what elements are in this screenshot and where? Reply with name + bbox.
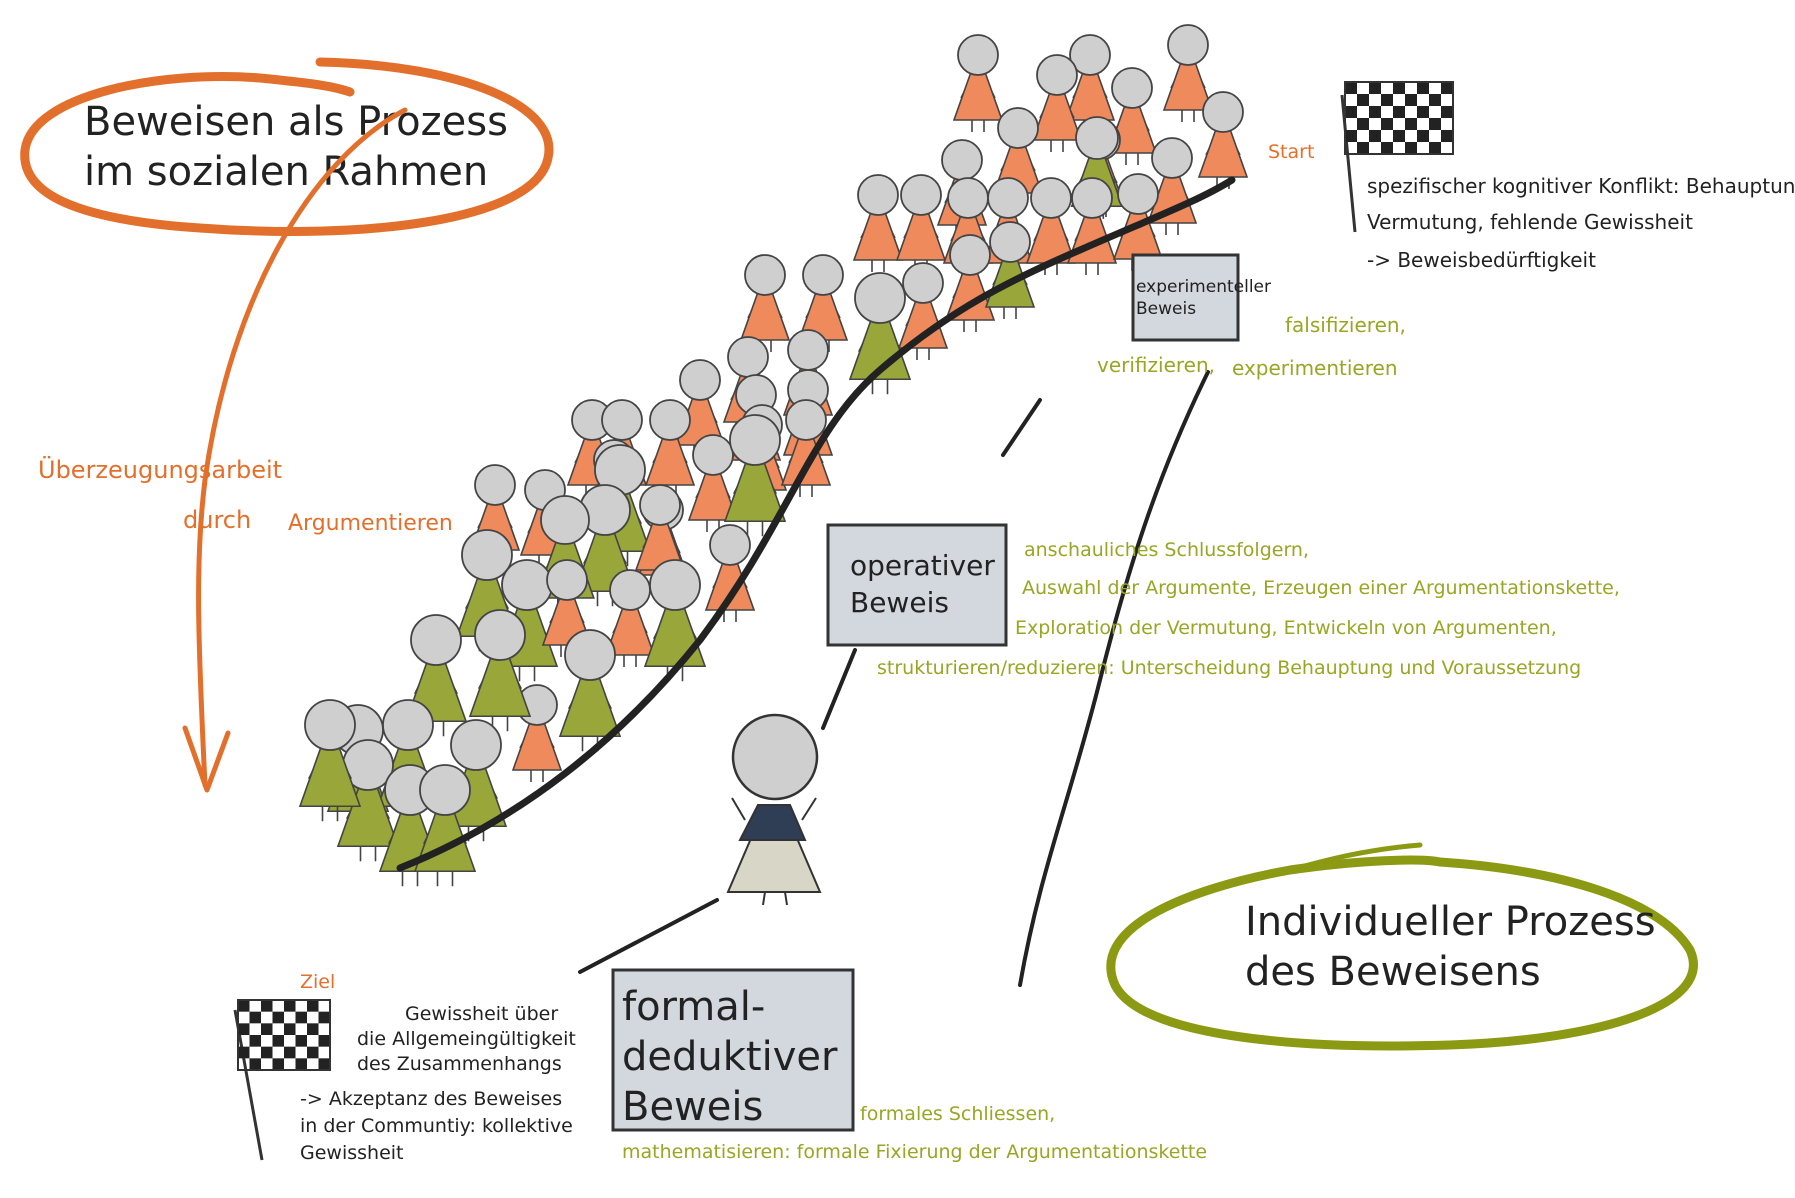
- social-title-ellipse: [20, 57, 554, 236]
- crowd-person: [1146, 137, 1198, 235]
- crowd-person: [739, 254, 791, 352]
- crowd-person: [897, 262, 949, 360]
- formal-proof-label-line3: Beweis: [622, 1084, 763, 1130]
- operative-note-3: Exploration der Vermutung, Entwickeln vo…: [1015, 617, 1557, 639]
- crowd-person: [944, 234, 996, 332]
- crowd-person: [1106, 67, 1158, 165]
- formal-proof-label-line2: deduktiver: [622, 1034, 838, 1080]
- crowd-person: [704, 524, 756, 622]
- operative-note-2: Auswahl der Argumente, Erzeugen einer Ar…: [1022, 577, 1620, 599]
- individual-path-dash2: [821, 648, 857, 730]
- operative-proof-label-line1: operativer: [850, 549, 995, 582]
- formal-note-2: mathematisieren: formale Fixierung der A…: [622, 1141, 1207, 1163]
- individual-person: [726, 713, 822, 906]
- individual-path-dash3: [578, 898, 719, 974]
- goal-description-line2: die Allgemeingültigkeit: [357, 1028, 576, 1050]
- crowd: [298, 24, 1249, 887]
- goal-result-line3: Gewissheit: [300, 1142, 404, 1164]
- operative-note-4: strukturieren/reduzieren: Unterscheidung…: [877, 657, 1581, 679]
- goal-flag-icon: [233, 999, 331, 1161]
- crowd-person: [558, 629, 622, 752]
- formal-note-1: formales Schliessen,: [860, 1103, 1055, 1125]
- arrow-label-line1: Überzeugungsarbeit: [38, 455, 282, 484]
- goal-description-line1: Gewissheit über: [405, 1003, 558, 1025]
- experimental-proof-label-line2: Beweis: [1136, 299, 1196, 319]
- experimental-note-3: experimentieren: [1232, 356, 1398, 380]
- individual-title-line1: Individueller Prozess: [1245, 899, 1656, 945]
- individual-title-ellipse-tail: [1287, 842, 1423, 873]
- experimental-proof-label-line1: experimenteller: [1136, 277, 1271, 297]
- crowd-person: [674, 359, 726, 457]
- crowd-person: [1066, 177, 1118, 275]
- crowd-person: [1197, 91, 1249, 189]
- social-path-line: [396, 176, 1236, 872]
- social-title-line2: im sozialen Rahmen: [84, 149, 488, 195]
- crowd-person: [952, 34, 1004, 132]
- goal-result-line2: in der Communtiy: kollektive: [300, 1115, 573, 1137]
- crowd-person: [797, 254, 849, 352]
- crowd-person: [1025, 177, 1077, 275]
- goal-result-line1: -> Akzeptanz des Beweises: [300, 1088, 562, 1110]
- start-label: Start: [1268, 141, 1314, 163]
- persuasion-arrowhead: [182, 725, 231, 793]
- experimental-proof-box: [1131, 253, 1240, 342]
- crowd-person: [298, 699, 362, 822]
- operative-proof-label-line2: Beweis: [850, 586, 949, 619]
- start-description-line1: spezifischer kognitiver Konflikt: Behaup…: [1367, 174, 1795, 198]
- goal-description-line3: des Zusammenhangs: [357, 1053, 562, 1075]
- experimental-note-1: falsifizieren,: [1285, 313, 1406, 337]
- formal-proof-box: [611, 968, 855, 1132]
- persuasion-arrow: [196, 107, 408, 788]
- crowd-person: [511, 684, 563, 782]
- crowd-person: [634, 484, 686, 582]
- crowd-person: [852, 174, 904, 272]
- social-title-line1: Beweisen als Prozess: [84, 99, 508, 145]
- crowd-person: [336, 739, 400, 862]
- crowd-person: [468, 609, 532, 732]
- formal-proof-label-line1: formal-: [622, 984, 765, 1030]
- arrow-label-line3: Argumentieren: [288, 511, 453, 536]
- crowd-person: [687, 434, 739, 532]
- individual-path-dash1: [1001, 398, 1042, 457]
- start-flag-icon: [1340, 81, 1454, 233]
- operative-note-1: anschauliches Schlussfolgern,: [1024, 539, 1309, 561]
- crowd-person: [1112, 173, 1164, 271]
- crowd-person: [848, 272, 912, 395]
- crowd-person: [604, 569, 656, 667]
- goal-label: Ziel: [300, 971, 335, 993]
- individual-path-right: [1018, 370, 1210, 987]
- experimental-note-2: verifizieren,: [1097, 353, 1215, 377]
- start-description-line2: Vermutung, fehlende Gewissheit: [1367, 210, 1693, 234]
- start-description-line3: -> Beweisbedürftigkeit: [1367, 248, 1596, 272]
- crowd-person: [895, 174, 947, 272]
- crowd-person: [644, 399, 696, 497]
- arrow-label-line2: durch: [183, 506, 251, 534]
- operative-proof-box: [826, 523, 1008, 647]
- individual-title-line2: des Beweisens: [1245, 949, 1541, 995]
- crowd-person: [643, 559, 707, 682]
